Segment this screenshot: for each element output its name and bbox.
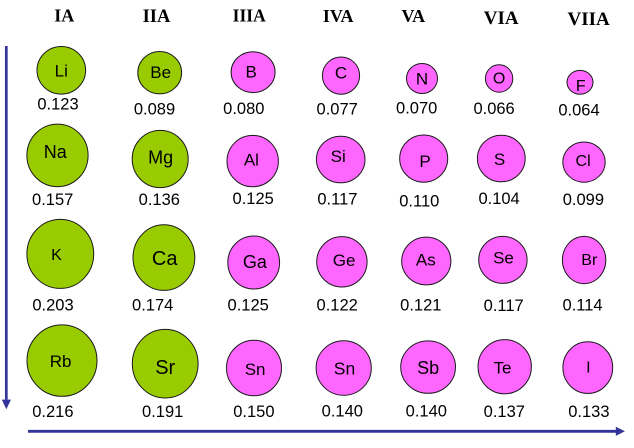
svg-text:0.216: 0.216 — [32, 403, 73, 421]
svg-text:Li: Li — [55, 61, 68, 80]
svg-text:0.066: 0.066 — [473, 100, 514, 118]
svg-text:0.140: 0.140 — [322, 403, 363, 421]
svg-text:N: N — [416, 70, 428, 89]
svg-text:Ca: Ca — [152, 248, 178, 270]
svg-text:0.064: 0.064 — [558, 102, 599, 120]
svg-text:0.150: 0.150 — [233, 403, 274, 421]
svg-text:Te: Te — [494, 358, 512, 377]
svg-text:0.121: 0.121 — [400, 296, 441, 314]
svg-text:Sn: Sn — [245, 360, 266, 379]
svg-text:I: I — [586, 360, 590, 377]
svg-text:0.089: 0.089 — [134, 100, 175, 118]
svg-text:Rb: Rb — [50, 352, 72, 371]
svg-text:0.133: 0.133 — [568, 403, 609, 421]
svg-text:IIIA: IIIA — [233, 6, 266, 26]
svg-text:Sr: Sr — [155, 357, 175, 379]
svg-text:Se: Se — [493, 249, 514, 268]
svg-text:0.077: 0.077 — [317, 100, 358, 118]
svg-text:VIA: VIA — [484, 8, 519, 29]
svg-text:0.070: 0.070 — [396, 100, 437, 118]
svg-text:Be: Be — [150, 63, 171, 82]
svg-text:Sn: Sn — [334, 359, 355, 379]
svg-text:0.122: 0.122 — [317, 296, 358, 314]
svg-text:S: S — [494, 150, 505, 169]
svg-text:As: As — [416, 250, 436, 269]
svg-text:Cl: Cl — [576, 153, 591, 170]
svg-text:K: K — [51, 247, 62, 264]
svg-text:0.125: 0.125 — [228, 297, 269, 315]
svg-text:0.099: 0.099 — [563, 191, 604, 209]
svg-text:Na: Na — [44, 142, 68, 162]
svg-text:0.117: 0.117 — [317, 191, 357, 209]
svg-text:Ge: Ge — [333, 251, 356, 270]
svg-text:0.174: 0.174 — [132, 296, 173, 314]
svg-text:0.125: 0.125 — [233, 190, 274, 208]
svg-text:Al: Al — [244, 151, 259, 170]
svg-text:VA: VA — [401, 6, 425, 26]
svg-text:Ga: Ga — [243, 252, 268, 272]
svg-text:IVA: IVA — [323, 6, 354, 26]
svg-text:0.203: 0.203 — [32, 296, 73, 314]
svg-text:Br: Br — [581, 252, 598, 269]
svg-text:0.136: 0.136 — [139, 191, 180, 209]
svg-text:C: C — [335, 64, 347, 83]
svg-text:F: F — [576, 78, 586, 95]
svg-text:B: B — [246, 62, 257, 81]
svg-text:0.080: 0.080 — [223, 100, 264, 118]
svg-text:P: P — [419, 152, 430, 171]
svg-text:0.157: 0.157 — [32, 191, 73, 209]
svg-text:0.140: 0.140 — [406, 403, 447, 421]
svg-text:0.123: 0.123 — [37, 96, 78, 114]
svg-text:O: O — [493, 71, 505, 88]
svg-text:IA: IA — [54, 6, 74, 26]
svg-text:Mg: Mg — [148, 148, 173, 168]
svg-text:Sb: Sb — [417, 358, 439, 378]
svg-text:0.110: 0.110 — [399, 192, 439, 210]
svg-text:VIIA: VIIA — [567, 9, 610, 30]
svg-text:0.137: 0.137 — [484, 403, 525, 421]
svg-text:Si: Si — [331, 147, 346, 166]
svg-text:0.191: 0.191 — [142, 403, 183, 421]
svg-text:0.117: 0.117 — [484, 297, 524, 315]
svg-text:0.104: 0.104 — [478, 190, 519, 208]
svg-text:IIA: IIA — [143, 7, 171, 27]
svg-text:0.114: 0.114 — [563, 296, 603, 314]
